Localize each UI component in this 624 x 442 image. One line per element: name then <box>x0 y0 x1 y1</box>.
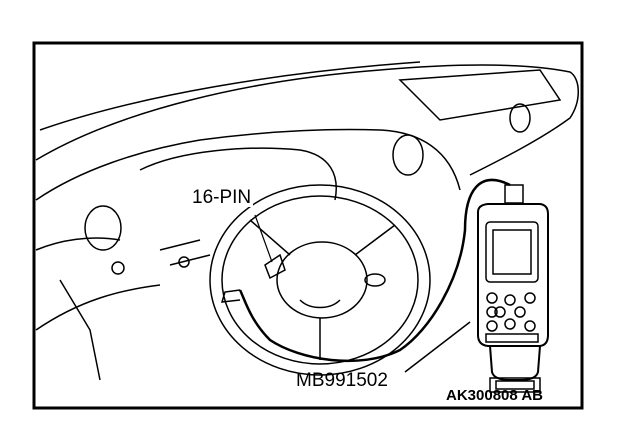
tool-part-number-label: MB991502 <box>296 370 388 391</box>
scan-tool-cable <box>220 178 511 363</box>
dashboard-outline <box>35 61 579 381</box>
steering-wheel <box>209 184 431 376</box>
leader-line-mb991502 <box>404 321 471 373</box>
figure-code-label: AK300808 AB <box>446 387 543 404</box>
connector-label: 16-PIN <box>190 187 254 208</box>
figure-frame <box>32 41 584 410</box>
scan-tool-device <box>477 184 549 393</box>
